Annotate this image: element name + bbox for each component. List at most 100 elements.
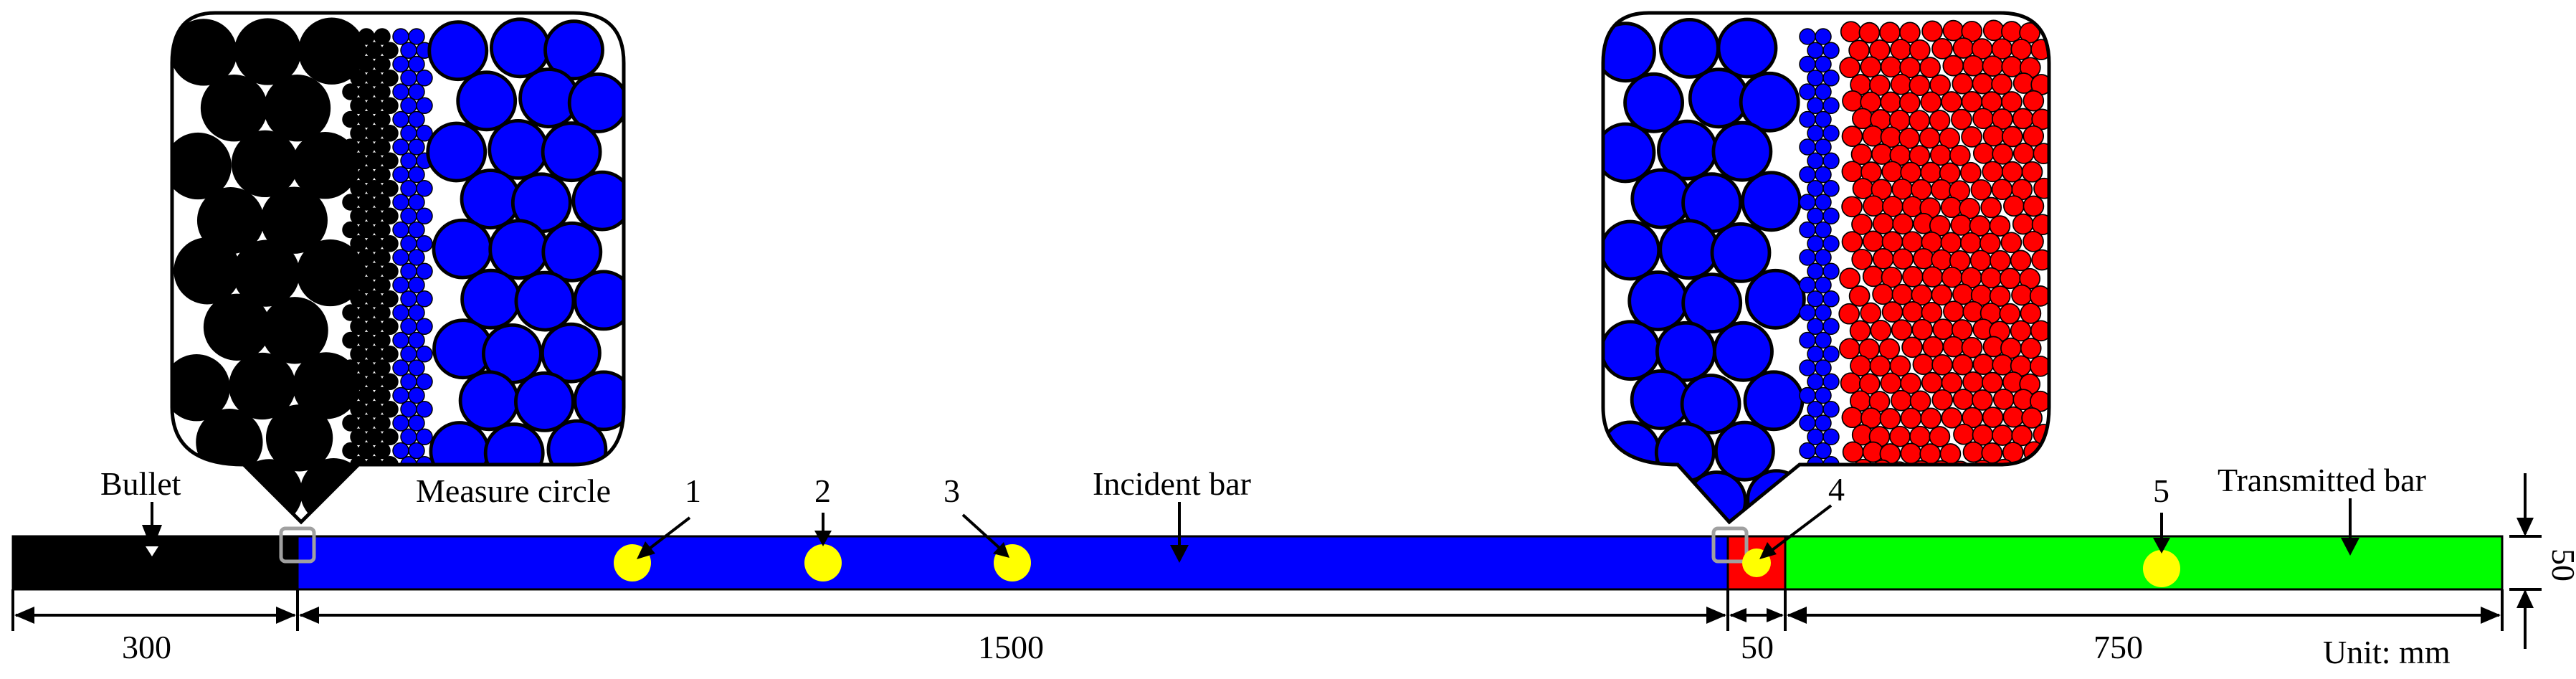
bullet-particle-small [350, 346, 367, 363]
specimen-particle [1972, 108, 1994, 130]
specimen-particle [1860, 513, 1882, 522]
incident-particle [1711, 120, 1773, 182]
bullet-particle-small [374, 386, 391, 404]
bullet-particle-small [342, 386, 359, 404]
specimen-particle [1940, 196, 1962, 219]
bullet-particle-small [374, 331, 391, 349]
specimen-particle [1881, 161, 1904, 183]
specimen-particle [1959, 197, 1981, 219]
bullet-particle-small [381, 180, 399, 197]
bullet-particle [234, 18, 301, 85]
incident-particle-small [1815, 249, 1832, 266]
zoom-marker-right [1711, 526, 1749, 564]
specimen-particle [1891, 389, 1912, 412]
incident-particle [1658, 219, 1720, 280]
bullet-particle-small [342, 55, 359, 73]
incident-particle-small [1799, 470, 1816, 487]
bullet-particle-small [342, 442, 359, 460]
specimen-particle [1959, 513, 1981, 522]
incident-particle-small [408, 359, 425, 376]
incident-particle-small [400, 318, 417, 336]
specimen-particle [1950, 214, 1972, 236]
incident-particle-small [408, 386, 425, 404]
specimen-particle [1869, 74, 1891, 96]
specimen-particle [1972, 72, 1994, 95]
specimen-particle [1919, 513, 1940, 522]
incident-particle-small [400, 70, 417, 87]
specimen-particle [2012, 108, 2034, 130]
incident-particle-small [1807, 42, 1824, 60]
incident-particle-small [1807, 97, 1824, 115]
specimen-particle [1849, 320, 1871, 342]
specimen-particle [1880, 56, 1902, 78]
bullet-particle-small [350, 42, 367, 60]
incident-particle-small [392, 442, 409, 460]
specimen-particle [1920, 407, 1942, 429]
incident-particle [546, 419, 608, 480]
incident-particle [427, 20, 489, 82]
incident-particle-small [400, 401, 417, 418]
incident-particle [429, 421, 490, 482]
label-transmitted-bar: Transmitted bar [2218, 462, 2426, 498]
incident-particle-small [392, 166, 409, 184]
label-gauge-4: 4 [1828, 471, 1845, 508]
zoom-callout-specimen-interface [1601, 11, 2051, 525]
specimen-particle [2029, 285, 2049, 307]
incident-particle-small [1815, 138, 1832, 156]
specimen-particle [1892, 248, 1914, 270]
specimen-particle [1909, 145, 1931, 166]
bullet-particle-small [350, 290, 367, 308]
bullet-particle [261, 297, 328, 364]
incident-particle-small [1799, 331, 1816, 349]
specimen-particle [2001, 161, 2023, 183]
incident-particle-small [1799, 249, 1816, 266]
incident-particle [573, 270, 624, 331]
bullet-particle-small [358, 110, 375, 128]
incident-particle-small [408, 414, 425, 432]
incident-particle [458, 370, 520, 432]
specimen-particle [1872, 213, 1894, 234]
specimen-particle [1952, 37, 1974, 59]
bullet-particle-small [350, 207, 367, 225]
specimen-particle [1962, 54, 1985, 77]
specimen-particle [1930, 495, 1952, 518]
incident-particle-small [400, 346, 417, 363]
incident-particle-small [1815, 304, 1832, 321]
specimen-particle [1872, 283, 1893, 305]
zoom-marker-left [279, 526, 316, 564]
specimen-particle [2010, 250, 2032, 272]
specimen-particle [1909, 110, 1931, 132]
bullet-particle-small [374, 28, 391, 45]
incident-particle-small [1807, 235, 1824, 252]
incident-particle-small [408, 166, 425, 184]
specimen-particle [1962, 441, 1985, 463]
incident-particle-small [392, 83, 409, 100]
specimen-particle [2033, 494, 2049, 516]
incident-particle [1680, 374, 1741, 435]
measure-circle-2 [804, 544, 842, 581]
specimen-particle [1852, 108, 1873, 130]
incident-particle-small [1799, 194, 1816, 211]
bullet-particle-small [366, 262, 383, 280]
incident-particle-small [1822, 318, 1840, 336]
specimen-particle [1992, 389, 2015, 410]
particle-packing-specimen [1603, 17, 2049, 522]
specimen-particle [1980, 196, 2002, 219]
bullet-particle-small [374, 414, 391, 432]
specimen-particle [1982, 161, 2004, 183]
incident-particle-small [400, 207, 417, 225]
incident-particle-small [408, 83, 425, 100]
specimen-particle [2023, 125, 2045, 147]
incident-particle-small [416, 318, 433, 336]
bullet-particle-small [342, 166, 359, 184]
incident-particle [571, 170, 624, 232]
specimen-particle [1989, 215, 2011, 237]
bullet-particle-small [381, 373, 399, 391]
measure-circle-5 [2143, 550, 2180, 587]
incident-particle [1603, 22, 1656, 83]
incident-particle [1603, 219, 1661, 281]
incident-particle [1710, 222, 1772, 283]
specimen-particle [2033, 177, 2049, 199]
specimen-particle [1860, 302, 1882, 324]
bullet-particle [265, 404, 333, 472]
